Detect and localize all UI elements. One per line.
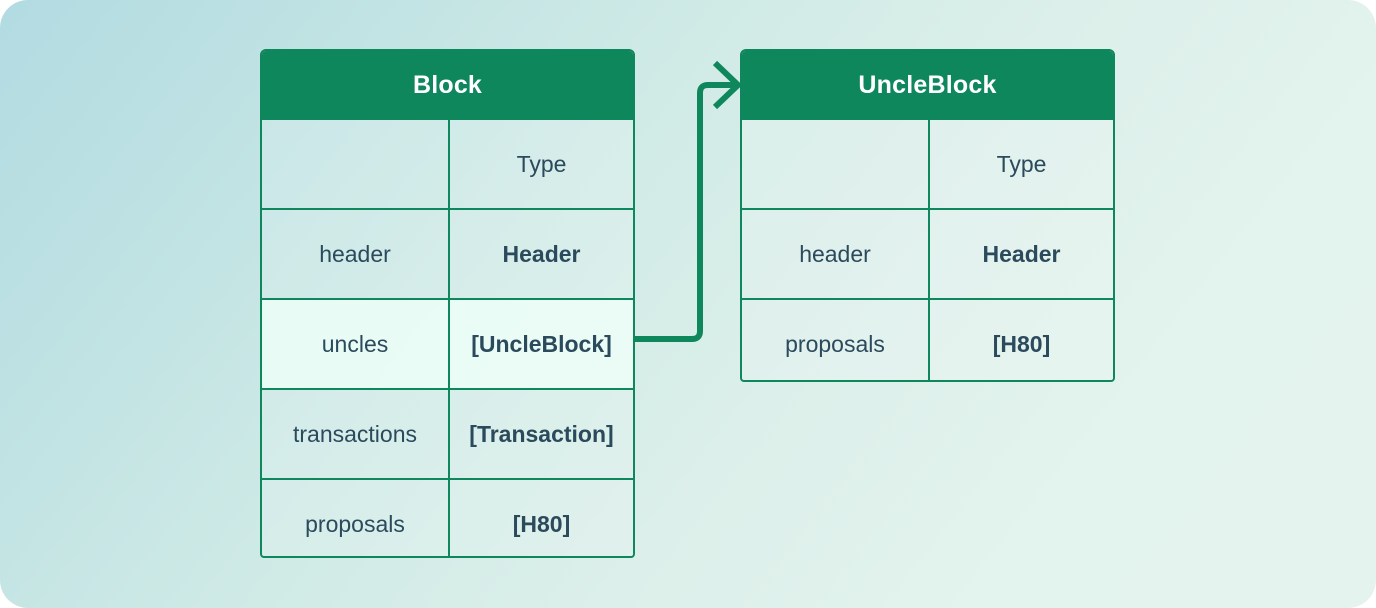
- field-name-block-transactions: transactions: [262, 390, 450, 478]
- class-box-uncleblock[interactable]: UncleBlock Type header Header proposals …: [740, 49, 1115, 382]
- field-type-block-proposals: [H80]: [512, 510, 571, 537]
- column-header-type-block: Type: [516, 150, 567, 177]
- table-row[interactable]: header Header: [262, 208, 633, 298]
- field-name-block-header: header: [262, 210, 450, 298]
- connector-line: [635, 82, 738, 342]
- column-header-name-block: [262, 120, 450, 208]
- field-type-block-transactions: [Transaction]: [469, 420, 614, 447]
- table-row[interactable]: Type: [262, 120, 633, 208]
- field-name-uncleblock-header: header: [742, 210, 930, 298]
- column-header-name-uncleblock: [742, 120, 930, 208]
- column-header-type-uncleblock: Type: [996, 150, 1047, 177]
- table-row[interactable]: proposals [H80]: [742, 298, 1113, 380]
- class-title-uncleblock: UncleBlock: [742, 51, 1113, 120]
- field-type-uncleblock-header: Header: [982, 240, 1061, 267]
- field-type-block-uncles: [UncleBlock]: [471, 330, 612, 357]
- class-title-block: Block: [262, 51, 633, 120]
- table-row[interactable]: header Header: [742, 208, 1113, 298]
- field-name-uncleblock-proposals: proposals: [742, 300, 930, 380]
- class-rows-block: Type header Header uncles [UncleBlock] t…: [262, 120, 633, 556]
- table-row[interactable]: Type: [742, 120, 1113, 208]
- field-type-block-header: Header: [502, 240, 581, 267]
- class-rows-uncleblock: Type header Header proposals [H80]: [742, 120, 1113, 380]
- table-row-highlighted[interactable]: uncles [UncleBlock]: [262, 298, 633, 388]
- table-row[interactable]: proposals [H80]: [262, 478, 633, 556]
- field-name-block-uncles: uncles: [262, 300, 450, 388]
- class-box-block[interactable]: Block Type header Header uncles [UncleBl…: [260, 49, 635, 558]
- field-name-block-proposals: proposals: [262, 480, 450, 556]
- table-row[interactable]: transactions [Transaction]: [262, 388, 633, 478]
- arrowhead-icon: [712, 60, 743, 110]
- field-type-uncleblock-proposals: [H80]: [992, 330, 1051, 357]
